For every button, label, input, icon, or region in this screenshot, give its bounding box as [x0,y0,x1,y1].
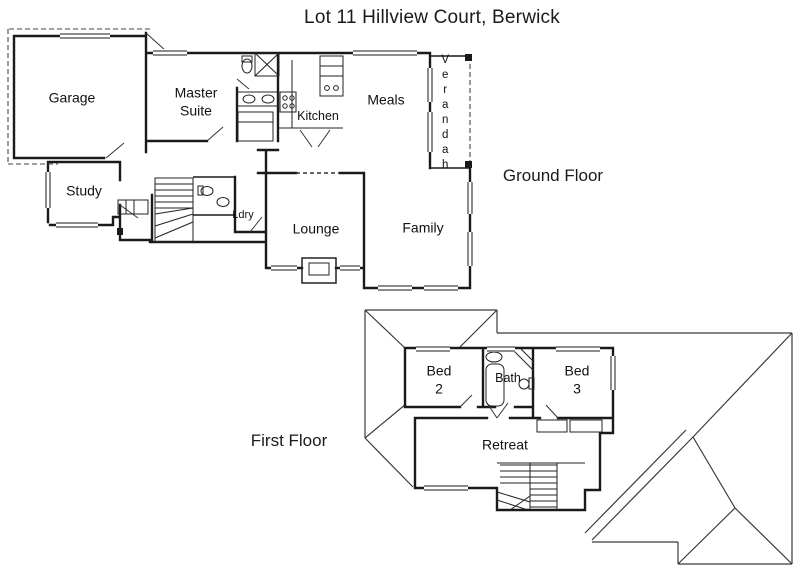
first-floor-fixtures [485,347,535,407]
room-label-bed3: Bed 3 [564,362,590,397]
page-title: Lot 11 Hillview Court, Berwick [304,7,560,28]
first-floor-roof [364,309,793,565]
ground-floor-windows [44,32,474,292]
room-label-family: Family [402,219,444,236]
room-label-kitchen: Kitchen [297,109,339,124]
room-label-meals: Meals [367,91,405,108]
room-label-verandah: Verandah [439,54,452,174]
room-label-bed2: Bed 2 [426,362,452,397]
room-label-retreat: Retreat [482,436,528,453]
first-floor-stairs [496,462,585,511]
ground-floor-label: Ground Floor [502,166,604,185]
room-label-master-suite: Master Suite [174,84,218,119]
first-floor-label: First Floor [250,431,328,450]
ground-floor-fixtures [117,52,344,284]
room-label-bath: Bath [495,371,521,386]
room-label-laundry: Ldry [232,209,254,222]
room-label-garage: Garage [48,89,96,106]
ground-floor-stairs [154,177,194,243]
room-label-study: Study [66,182,102,199]
room-label-lounge: Lounge [292,220,340,237]
ground-floor-walls [7,28,472,290]
first-floor-windows [416,344,617,492]
